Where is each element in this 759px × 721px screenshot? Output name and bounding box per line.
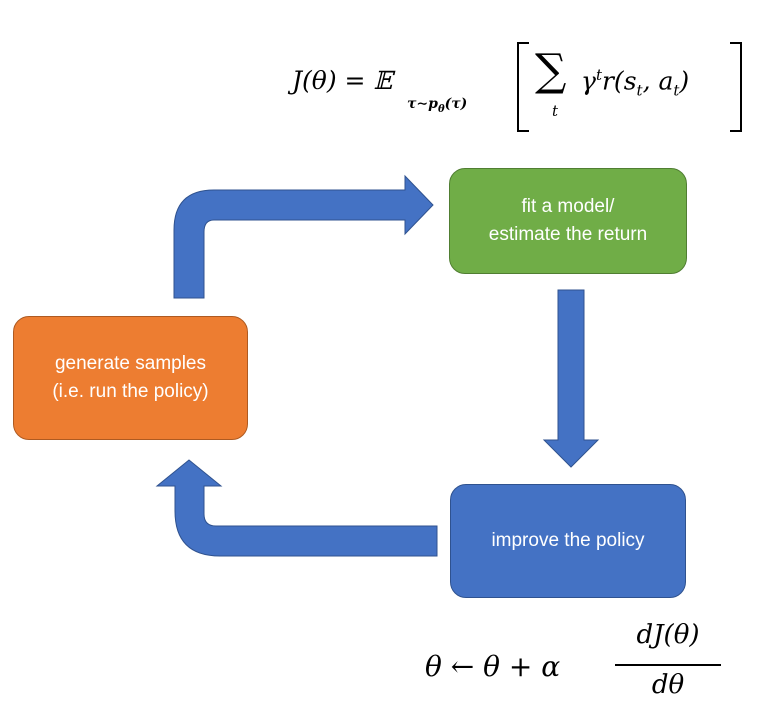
arrow-generate-to-fit xyxy=(173,174,434,299)
update-denominator: dθ xyxy=(651,670,685,700)
improve-box-line1: improve the policy xyxy=(491,530,645,551)
objective-gamma: γtr(st, at) xyxy=(581,66,689,99)
objective-sub-theta: θ xyxy=(437,103,445,115)
improve-policy-box: improve the policy xyxy=(450,484,686,598)
gamma-exponent: t xyxy=(595,66,602,84)
reward-comma: , a xyxy=(642,66,674,96)
fit-box-line1: fit a model/ xyxy=(521,196,615,217)
update-lhs: θ ← θ + α xyxy=(425,650,561,683)
fraction-bar xyxy=(615,664,721,666)
arrow-fit-to-improve xyxy=(542,289,600,468)
generate-box-line1: generate samples xyxy=(54,353,207,374)
update-numerator: dJ(θ) xyxy=(636,620,700,650)
objective-sub-tail: (τ) xyxy=(444,96,468,112)
left-bracket xyxy=(517,42,529,132)
update-formula: θ ← θ + α dJ(θ) dθ xyxy=(425,618,745,718)
reward-sub-t1: t xyxy=(636,81,643,100)
generate-box-line2: (i.e. run the policy) xyxy=(52,381,209,402)
generate-samples-box: generate samples (i.e. run the policy) xyxy=(13,316,248,440)
objective-lhs: J(θ) = 𝔼 xyxy=(292,66,393,95)
objective-expectation-subscript: τ∼pθ(τ) xyxy=(407,96,467,115)
fit-model-box: fit a model/ estimate the return xyxy=(449,168,687,274)
arrow-improve-to-generate xyxy=(155,459,438,557)
sum-symbol: ∑ xyxy=(535,45,567,96)
right-bracket xyxy=(730,42,742,132)
reward-close: ) xyxy=(679,66,690,96)
fit-box-line2: estimate the return xyxy=(488,224,648,245)
reward-sub-t2: t xyxy=(673,81,680,100)
gamma-symbol: γ xyxy=(581,66,596,96)
reward-function: r(s xyxy=(601,66,637,96)
sum-index: t xyxy=(552,102,559,120)
objective-sub-tau: τ∼p xyxy=(407,96,438,112)
objective-formula: J(θ) = 𝔼 τ∼pθ(τ) ∑ t γtr(st, at) xyxy=(292,38,752,138)
